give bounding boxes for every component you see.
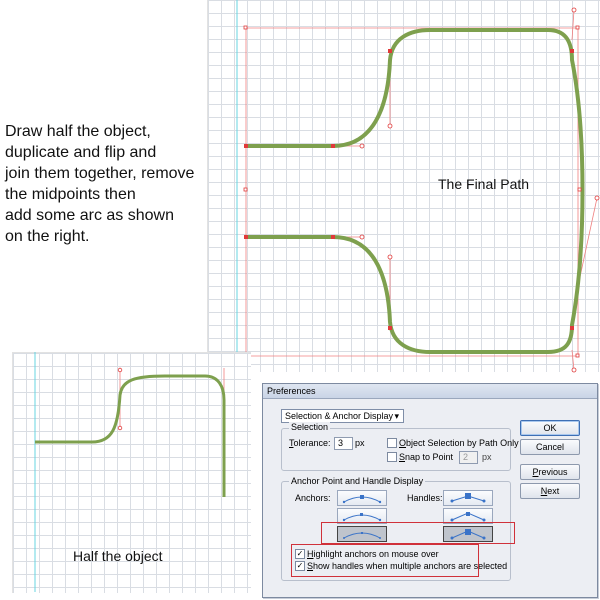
selection-group-title: Selection (289, 422, 331, 432)
preferences-dialog: Preferences Selection & Anchor Display ▾… (262, 383, 598, 598)
anchor-style-option-3[interactable] (337, 526, 387, 542)
tolerance-unit: px (355, 438, 365, 448)
cancel-button[interactable]: Cancel (520, 439, 580, 455)
dialog-title: Preferences (263, 384, 597, 399)
highlight-anchors-label: Highlight anchors on mouse over (307, 549, 439, 559)
object-selection-checkbox[interactable] (387, 438, 397, 448)
section-dropdown[interactable]: Selection & Anchor Display ▾ (281, 409, 404, 423)
tolerance-input[interactable]: 3 (334, 437, 353, 450)
half-handle-points (117, 367, 123, 431)
anchors-label: Anchors: (295, 493, 331, 503)
instruction-line: add some arc as shown (5, 207, 174, 224)
instruction-line: duplicate and flip and (5, 144, 157, 161)
half-object-caption: Half the object (73, 548, 163, 564)
previous-button[interactable]: Previous (520, 464, 580, 480)
handle-style-option-2[interactable] (443, 508, 493, 524)
snap-to-point-checkbox[interactable] (387, 452, 397, 462)
anchor-style-2-icon (342, 513, 382, 522)
highlight-box-swatches (321, 522, 515, 544)
instruction-line: Draw half the object, (5, 123, 151, 140)
final-path-canvas[interactable] (207, 0, 600, 372)
anchor-style-option-2[interactable] (337, 508, 387, 524)
handle-style-1-icon (450, 493, 486, 503)
final-path-caption: The Final Path (438, 176, 530, 192)
handle-style-option-3[interactable] (443, 526, 493, 542)
half-object-canvas[interactable] (12, 352, 251, 593)
instruction-line: join them together, remove (5, 165, 195, 182)
instruction-text: Draw half the object, duplicate and flip… (5, 121, 210, 247)
highlight-anchors-checkbox[interactable]: ✓ (295, 549, 305, 559)
show-handles-label: Show handles when multiple anchors are s… (307, 561, 508, 571)
section-dropdown-value: Selection & Anchor Display (285, 411, 394, 421)
instruction-line: the midpoints then (5, 186, 136, 203)
highlight-box-checkboxes (291, 544, 479, 577)
final-path-stroke[interactable] (246, 28, 585, 354)
show-handles-checkbox[interactable]: ✓ (295, 561, 305, 571)
snap-distance-unit: px (482, 452, 492, 462)
anchor-style-1-icon (342, 495, 382, 504)
dropdown-arrow-icon: ▾ (394, 411, 399, 421)
anchor-style-3-icon (343, 532, 381, 539)
snap-to-point-label: Snap to Point (399, 452, 454, 462)
handle-style-3-icon (450, 529, 486, 540)
half-path-stroke[interactable] (35, 374, 226, 497)
object-selection-label: Object Selection by Path Only (399, 438, 519, 448)
instruction-line: on the right. (5, 228, 90, 245)
anchor-points (244, 49, 574, 330)
tolerance-label: Tolerance: (289, 438, 331, 448)
handle-style-option-1[interactable] (443, 490, 493, 506)
anchor-style-option-1[interactable] (337, 490, 387, 506)
ok-button[interactable]: OK (520, 420, 580, 436)
selection-group (281, 428, 511, 471)
anchor-display-group-title: Anchor Point and Handle Display (289, 476, 426, 486)
handles-label: Handles: (407, 493, 443, 503)
handle-style-2-icon (450, 512, 486, 522)
next-button[interactable]: Next (520, 483, 580, 499)
snap-distance-input[interactable]: 2 (459, 451, 478, 464)
